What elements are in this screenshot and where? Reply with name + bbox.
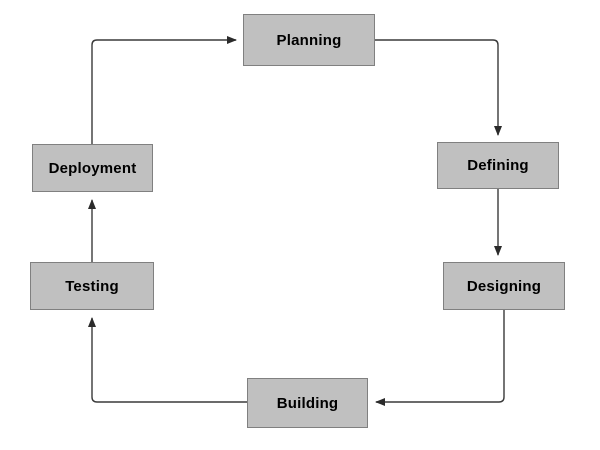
node-planning-label: Planning [276,31,342,49]
node-testing-label: Testing [65,277,119,295]
node-testing[interactable]: Testing [30,262,154,310]
edge-planning-to-defining [375,39,502,136]
edge-building-to-testing [88,317,247,403]
node-designing[interactable]: Designing [443,262,565,310]
node-planning[interactable]: Planning [243,14,375,66]
node-defining[interactable]: Defining [437,142,559,189]
node-deployment-label: Deployment [48,159,137,177]
node-deployment[interactable]: Deployment [32,144,153,192]
node-building-label: Building [276,394,339,412]
edge-designing-to-building [375,310,505,406]
node-designing-label: Designing [466,277,542,295]
node-building[interactable]: Building [247,378,368,428]
node-defining-label: Defining [467,157,529,174]
edge-deployment-to-planning [91,36,237,144]
